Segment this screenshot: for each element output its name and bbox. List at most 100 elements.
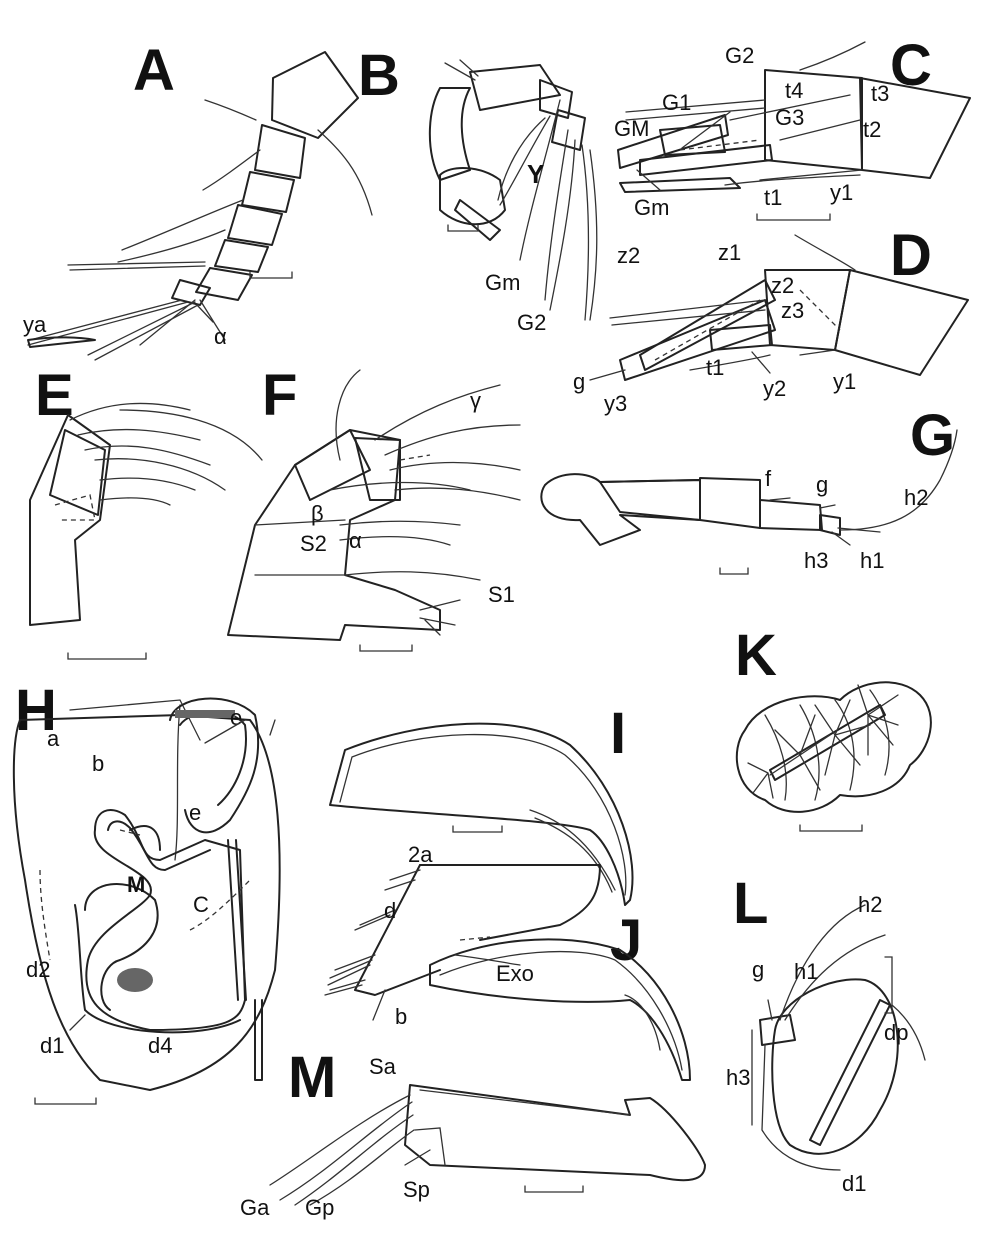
panel-d-arrow-y2 [751,351,771,374]
panel-b-scale-bar [447,224,479,232]
panel-h-arrow-d1 [69,1014,86,1031]
panel-b-label-y: Y [527,159,544,189]
panel-h-label-c: C [193,892,209,917]
panel-c-arrow-gm [636,169,661,191]
panel-l: L h2 g h1 dp h3 d1 [726,871,926,1196]
panel-g: G f g h2 h3 h1 [540,403,958,575]
panel-k-letter: K [735,623,777,688]
panel-m-label-sa: Sa [369,1054,397,1079]
panel-c-label-t1: t1 [764,185,782,210]
panel-g-scale-bar [719,567,749,575]
panel-b: B Y Gm G2 z2 [358,43,640,335]
panel-f-label-alpha: α [349,528,362,553]
panel-a-label-ya: ya [23,312,47,337]
panel-l-label-d1: d1 [842,1171,866,1196]
panel-d-label-y1: y1 [833,369,856,394]
panel-a-letter: A [133,38,175,103]
panel-m-scale-bar [524,1185,584,1193]
panel-m: M Sa Ga Gp Sp [240,1045,706,1220]
panel-h-arrow-e [204,719,246,744]
panel-h-label-d1: d1 [40,1033,64,1058]
panel-f-label-gamma: γ [470,388,481,413]
panel-d-label-z2: z2 [771,273,794,298]
panel-l-label-h3: h3 [726,1065,750,1090]
panel-c-drawing [617,41,971,193]
panel-a-scale-bar [249,271,293,279]
panel-h-letter: H [15,678,57,743]
panel-h-label-d2: d2 [26,957,50,982]
panel-h: H a b e e M C d2 d1 d4 [12,678,281,1105]
panel-a: A ya α [23,38,373,361]
panel-a-drawing [27,51,373,361]
panel-l-letter: L [733,871,768,936]
panel-e-drawing [29,402,263,626]
panel-h-label-b: b [92,751,104,776]
panel-j-label-exo: Exo [496,961,534,986]
panel-l-label-dp: dp [884,1020,908,1045]
panel-l-label-h1: h1 [794,959,818,984]
panel-h-label-e-lower: e [189,800,201,825]
panel-m-label-gp: Gp [305,1195,334,1220]
panel-d-label-z1: z1 [718,240,741,265]
panel-c-label-gm-upper: GM [614,116,649,141]
panel-f: F γ β S2 α S1 [227,363,521,652]
panel-f-label-s2: S2 [300,531,327,556]
panel-c-scale-bar [756,213,831,221]
panel-d-label-y2: y2 [763,376,786,401]
panel-i-letter: I [610,701,626,766]
panel-h-label-d4: d4 [148,1033,172,1058]
panel-d-label-g: g [573,369,585,394]
panel-j-drawing [324,864,691,1081]
panel-h-drawing [12,697,281,1091]
panel-i: I [329,701,634,906]
panel-f-drawing [227,369,521,641]
panel-b-drawing [428,59,598,321]
panel-j-label-b: b [395,1004,407,1029]
panel-g-label-f: f [765,466,772,491]
panel-k: K [735,623,932,832]
panel-a-label-alpha: α [214,324,227,349]
panel-d-label-y3: y3 [604,391,627,416]
panel-d-drawing [589,234,969,381]
panel-c-label-y1: y1 [830,180,853,205]
panel-m-drawing [269,1084,706,1206]
panel-f-label-beta: β [311,501,324,526]
panel-b-label-z2: z2 [617,243,640,268]
panel-l-drawing [751,904,926,1171]
panel-g-label-h3: h3 [804,548,828,573]
panel-f-label-s1: S1 [488,582,515,607]
panel-h-label-m: M [127,872,145,897]
panel-b-letter: B [358,43,400,108]
panel-m-label-sp: Sp [403,1177,430,1202]
panel-i-scale-bar [452,825,503,833]
panel-d: D z1 z2 z3 g y3 t1 y2 y1 [573,223,969,416]
panel-g-label-h1: h1 [860,548,884,573]
panel-e-scale-bar [67,652,147,660]
panel-g-letter: G [910,403,955,468]
panel-d-letter: D [890,223,932,288]
panel-m-letter: M [288,1045,336,1110]
panel-c-label-t4: t4 [785,78,803,103]
panel-e: E [29,363,263,660]
panel-k-drawing [735,681,932,813]
panel-l-label-g: g [752,957,764,982]
panel-h-label-a: a [47,726,60,751]
panel-c-label-t3: t3 [871,81,889,106]
panel-j: J 2a d Exo b [324,842,691,1081]
panel-b-label-g2: G2 [517,310,546,335]
panel-e-letter: E [35,363,74,428]
panel-c: C G1 G2 GM G3 t4 t3 t2 t1 y1 Gm [614,33,971,221]
panel-h-scale-bar [34,1097,97,1105]
panel-d-label-t1: t1 [706,355,724,380]
panel-b-label-gm: Gm [485,270,520,295]
panel-f-scale-bar [359,644,413,652]
panel-h-label-e-upper: e [230,705,242,730]
panel-i-drawing [329,722,634,906]
panel-g-label-h2: h2 [904,485,928,510]
panel-g-label-g: g [816,472,828,497]
panel-m-label-ga: Ga [240,1195,270,1220]
panel-c-label-g3: G3 [775,105,804,130]
panel-k-scale-bar [799,824,863,832]
panel-c-label-t2: t2 [863,117,881,142]
